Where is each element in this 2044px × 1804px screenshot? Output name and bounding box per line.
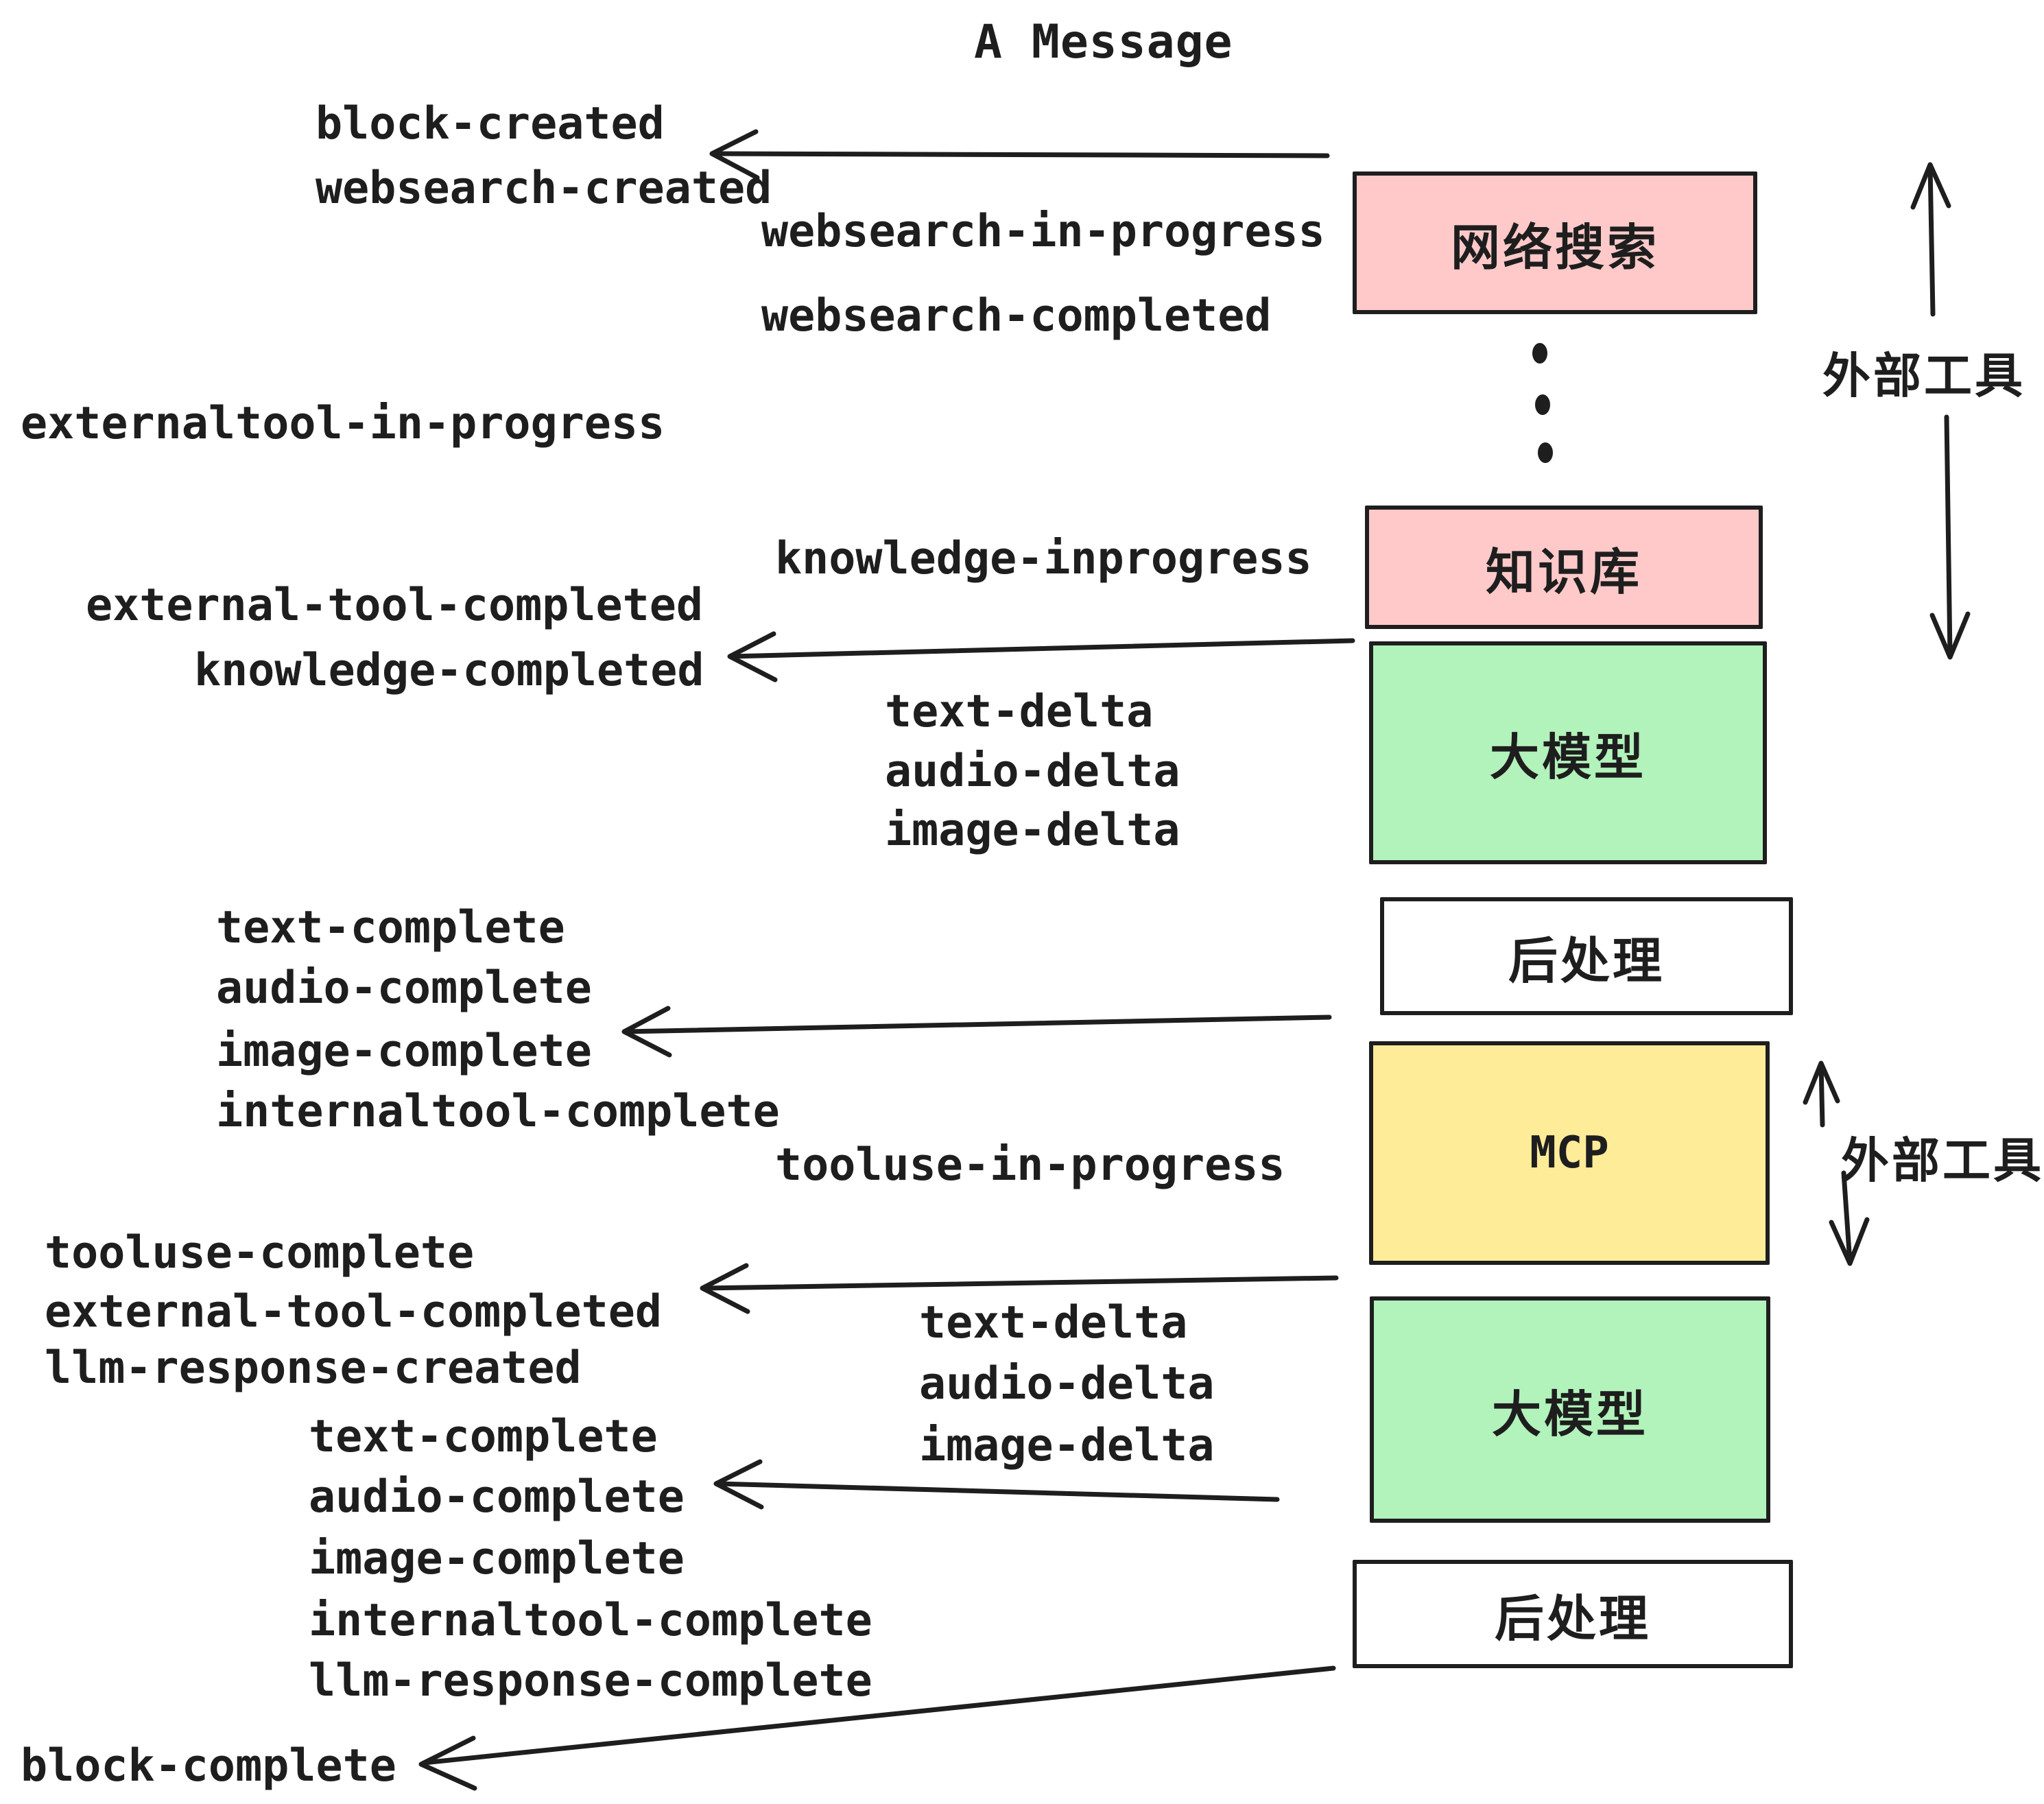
event-label-externaltool-in-progress: externaltool-in-progress [21, 398, 665, 449]
event-label-knowledge-completed: knowledge-completed [194, 645, 704, 696]
external-tools-2-down-arrow-head [1829, 1217, 1870, 1266]
arrow-to-external-tool-completed-line [701, 1275, 1339, 1291]
external-tools-1-down-arrow-head [1929, 611, 1971, 660]
external-tools-2-up-arrow-head [1803, 1060, 1840, 1105]
event-label-tooluse-complete: tooluse-complete [45, 1227, 475, 1279]
event-label-llm-response-created: llm-response-created [45, 1342, 582, 1394]
box-llm-1-label: 大模型 [1489, 728, 1646, 786]
side-label-external-tools-1: 外部工具 [1822, 348, 2025, 404]
event-label-text-complete-1: text-complete [216, 902, 565, 953]
ellipsis-dot-1 [1532, 343, 1547, 364]
box-post-1: 后处理 [1380, 897, 1793, 1015]
event-label-audio-delta-2: audio-delta [919, 1358, 1215, 1410]
box-post-1-label: 后处理 [1508, 931, 1665, 990]
ellipsis-dot-2 [1535, 394, 1550, 415]
event-label-internaltool-complete-1: internaltool-complete [216, 1086, 780, 1137]
event-label-audio-complete-1: audio-complete [216, 962, 592, 1014]
event-label-image-complete-1: image-complete [216, 1025, 592, 1077]
arrow-to-image-complete-line [623, 1014, 1332, 1034]
box-websearch: 网络搜索 [1353, 171, 1757, 314]
event-label-websearch-completed: websearch-completed [761, 290, 1272, 342]
arrow-to-audio-complete-line [715, 1481, 1280, 1502]
event-label-external-tool-completed-2: external-tool-completed [45, 1286, 663, 1338]
box-llm-2: 大模型 [1370, 1296, 1770, 1523]
event-label-image-delta-1: image-delta [885, 805, 1180, 856]
arrow-to-knowledge-completed-line [728, 638, 1355, 659]
arrow-to-block-complete-head [418, 1735, 477, 1791]
event-label-websearch-in-progress: websearch-in-progress [761, 206, 1325, 257]
arrow-to-block-created-line [711, 151, 1330, 158]
event-label-audio-delta-1: audio-delta [885, 746, 1180, 797]
external-tools-1-up-arrow-line [1927, 163, 1936, 317]
diagram-title: A Message [974, 15, 1233, 69]
event-label-tooluse-in-progress: tooluse-in-progress [775, 1139, 1285, 1191]
event-label-knowledge-inprogress: knowledge-inprogress [775, 533, 1312, 584]
box-llm-2-label: 大模型 [1491, 1385, 1648, 1443]
box-mcp-label: MCP [1530, 1128, 1609, 1178]
box-mcp: MCP [1369, 1041, 1770, 1265]
arrow-to-audio-complete-head [713, 1459, 764, 1510]
external-tools-1-up-arrow-head [1910, 162, 1951, 210]
event-label-external-tool-completed: external-tool-completed [86, 580, 704, 631]
event-label-block-created: block-created [316, 98, 665, 150]
event-label-text-delta-1: text-delta [885, 686, 1154, 737]
arrow-to-image-complete-head [621, 1006, 672, 1058]
arrow-to-external-tool-completed-head [700, 1263, 750, 1314]
event-label-audio-complete-2: audio-complete [309, 1471, 685, 1523]
external-tools-2-up-arrow-line [1818, 1062, 1825, 1128]
event-label-text-delta-2: text-delta [919, 1297, 1188, 1349]
event-label-internaltool-complete-2: internaltool-complete [309, 1595, 872, 1646]
box-knowledge: 知识库 [1365, 506, 1763, 629]
event-label-text-complete-2: text-complete [309, 1411, 658, 1462]
side-label-external-tools-2: 外部工具 [1841, 1132, 2044, 1189]
box-knowledge-label: 知识库 [1485, 543, 1642, 601]
box-post-2-label: 后处理 [1494, 1589, 1651, 1648]
arrow-to-knowledge-completed-head [727, 631, 778, 683]
box-llm-1: 大模型 [1369, 641, 1767, 864]
external-tools-1-down-arrow-line [1944, 414, 1953, 658]
box-websearch-label: 网络搜索 [1450, 218, 1659, 276]
event-label-llm-response-complete: llm-response-complete [309, 1655, 872, 1707]
event-label-websearch-created: websearch-created [316, 163, 772, 214]
box-post-2: 后处理 [1353, 1560, 1793, 1668]
event-label-block-complete: block-complete [21, 1740, 396, 1792]
ellipsis-dot-3 [1538, 442, 1553, 463]
event-label-image-delta-2: image-delta [919, 1420, 1215, 1471]
event-label-image-complete-2: image-complete [309, 1533, 685, 1585]
